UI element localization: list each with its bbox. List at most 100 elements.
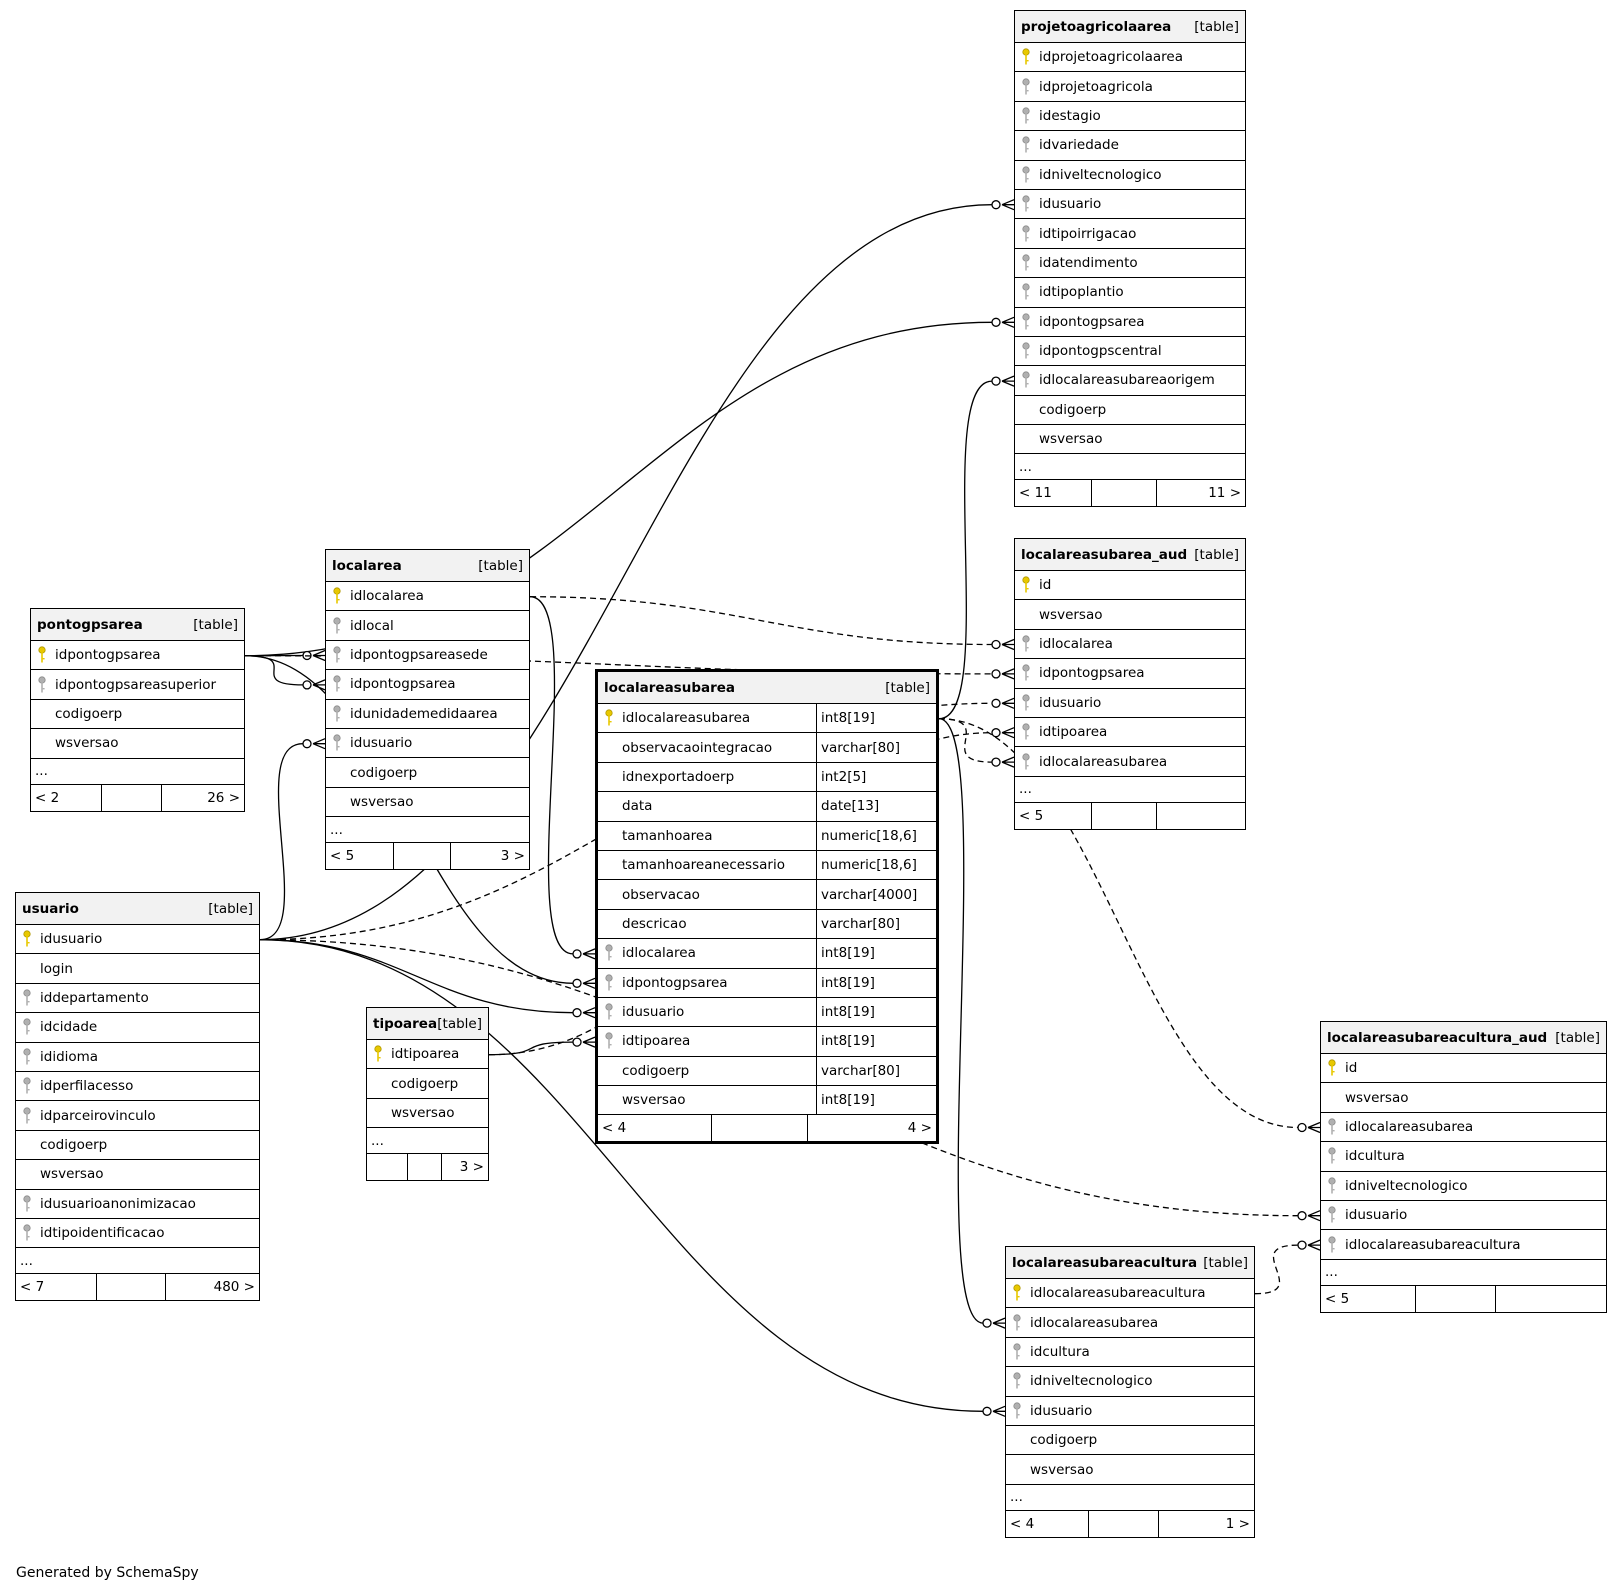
column-row[interactable]: id — [1015, 571, 1245, 601]
children-count[interactable]: 26 > — [207, 789, 240, 806]
parents-count[interactable]: < 5 — [326, 843, 394, 870]
column-row[interactable]: codigoerp — [31, 700, 244, 730]
column-row[interactable]: idtipoplantio — [1015, 278, 1245, 308]
column-row[interactable]: idunidademedidaarea — [326, 700, 529, 729]
column-row[interactable]: idcultura — [1321, 1142, 1606, 1172]
parents-count[interactable]: < 4 — [1006, 1510, 1089, 1537]
table-localareasubareacultura[interactable]: localareasubareacultura[table]idlocalare… — [1005, 1246, 1255, 1538]
children-count[interactable] — [1496, 1286, 1606, 1312]
column-row[interactable]: idtipoidentificacao — [16, 1219, 259, 1249]
children-count[interactable] — [1157, 803, 1245, 829]
column-row[interactable]: idusuarioanonimizacao — [16, 1190, 259, 1219]
column-row[interactable]: codigoerp — [367, 1069, 488, 1099]
column-row[interactable]: idatendimento — [1015, 249, 1245, 279]
column-row[interactable]: idvariedade — [1015, 131, 1245, 161]
children-count[interactable]: 480 > — [213, 1279, 255, 1296]
column-row[interactable]: wsversao — [1015, 600, 1245, 630]
parents-count[interactable] — [367, 1154, 408, 1181]
column-row[interactable]: idlocalareasubareacultura — [1006, 1279, 1254, 1309]
column-row[interactable]: idpontogpsareasede — [326, 641, 529, 671]
column-row[interactable]: idpontogpscentral — [1015, 337, 1245, 367]
column-row[interactable]: login — [16, 954, 259, 984]
table-localareasubarea[interactable]: localareasubarea[table]idlocalareasubare… — [595, 669, 939, 1145]
column-row[interactable]: idcidade — [16, 1013, 259, 1043]
column-row[interactable]: wsversao — [31, 729, 244, 759]
column-row[interactable]: iddepartamento — [16, 984, 259, 1014]
column-row[interactable]: wsversao — [1321, 1083, 1606, 1113]
column-row[interactable]: idlocalareasubarea — [1006, 1308, 1254, 1338]
children-count[interactable]: 1 > — [1225, 1515, 1250, 1532]
table-projetoagricolaarea[interactable]: projetoagricolaarea[table]idprojetoagric… — [1014, 10, 1246, 508]
column-row[interactable]: idperfilacesso — [16, 1072, 259, 1102]
column-row[interactable]: idparceirovinculo — [16, 1101, 259, 1131]
column-row[interactable]: wsversao — [1006, 1455, 1254, 1485]
column-row[interactable]: idprojetoagricola — [1015, 72, 1245, 102]
column-row[interactable]: idtipoarea — [1015, 718, 1245, 748]
column-row[interactable]: idlocalareasubarea — [1321, 1113, 1606, 1143]
column-row[interactable]: idestagio — [1015, 102, 1245, 132]
parents-count[interactable]: < 11 — [1015, 480, 1092, 507]
column-row[interactable]: idpontogpsarea — [1015, 308, 1245, 337]
column-row[interactable]: idpontogpsarea — [31, 641, 244, 671]
parents-count[interactable]: < 2 — [31, 784, 102, 811]
column-row[interactable]: codigoerp — [16, 1131, 259, 1161]
column-row[interactable]: idlocalarea — [1015, 630, 1245, 660]
parents-count[interactable]: < 5 — [1321, 1285, 1416, 1312]
column-row[interactable]: codigoerp — [1006, 1426, 1254, 1456]
column-row[interactable]: idniveltecnologico — [1015, 161, 1245, 190]
children-count[interactable]: 11 > — [1208, 485, 1241, 502]
column-row[interactable]: idtipoirrigacao — [1015, 219, 1245, 249]
column-row[interactable]: idprojetoagricolaarea — [1015, 43, 1245, 73]
column-row[interactable]: codigoerp — [1015, 396, 1245, 426]
column-row[interactable]: idusuario — [1015, 190, 1245, 220]
column-row[interactable]: idniveltecnologico — [1321, 1172, 1606, 1201]
column-row[interactable]: idpontogpsarea — [326, 670, 529, 700]
column-row[interactable]: idusuario — [16, 925, 259, 955]
column-row[interactable]: codigoerp — [326, 758, 529, 788]
column-row[interactable]: idusuario — [326, 729, 529, 759]
column-row[interactable]: idlocalareasubareacultura — [1321, 1230, 1606, 1260]
column-row[interactable]: wsversao — [16, 1160, 259, 1190]
column-row[interactable]: idniveltecnologico — [1006, 1367, 1254, 1397]
column-row[interactable]: wsversao — [1015, 425, 1245, 455]
column-row[interactable]: idusuario — [1006, 1397, 1254, 1426]
parents-count[interactable]: < 5 — [1015, 802, 1092, 829]
column-row[interactable]: idusuario — [1015, 689, 1245, 718]
column-row[interactable]: wsversao — [367, 1099, 488, 1129]
column-row[interactable]: idlocal — [326, 611, 529, 641]
column-row[interactable]: idlocalareasubarea — [1015, 747, 1245, 777]
column-row[interactable]: ididioma — [16, 1043, 259, 1072]
column-row[interactable]: idpontogpsarea — [1015, 659, 1245, 689]
parents-count[interactable]: < 4 — [598, 1115, 712, 1142]
column-row[interactable]: idlocalareasubareaorigem — [1015, 366, 1245, 396]
column-row[interactable]: idusuario — [1321, 1201, 1606, 1231]
column-row[interactable]: idtipoarea — [367, 1040, 488, 1070]
column-row[interactable]: wsversao — [326, 788, 529, 818]
children-count[interactable]: 4 > — [907, 1120, 932, 1137]
column-row[interactable]: idcultura — [1006, 1338, 1254, 1368]
column-row[interactable]: idpontogpsareasuperior — [31, 670, 244, 700]
children-count[interactable]: 3 > — [500, 848, 525, 865]
column-row[interactable]: idlocalarea — [326, 582, 529, 612]
parents-count[interactable]: < 7 — [16, 1274, 97, 1301]
